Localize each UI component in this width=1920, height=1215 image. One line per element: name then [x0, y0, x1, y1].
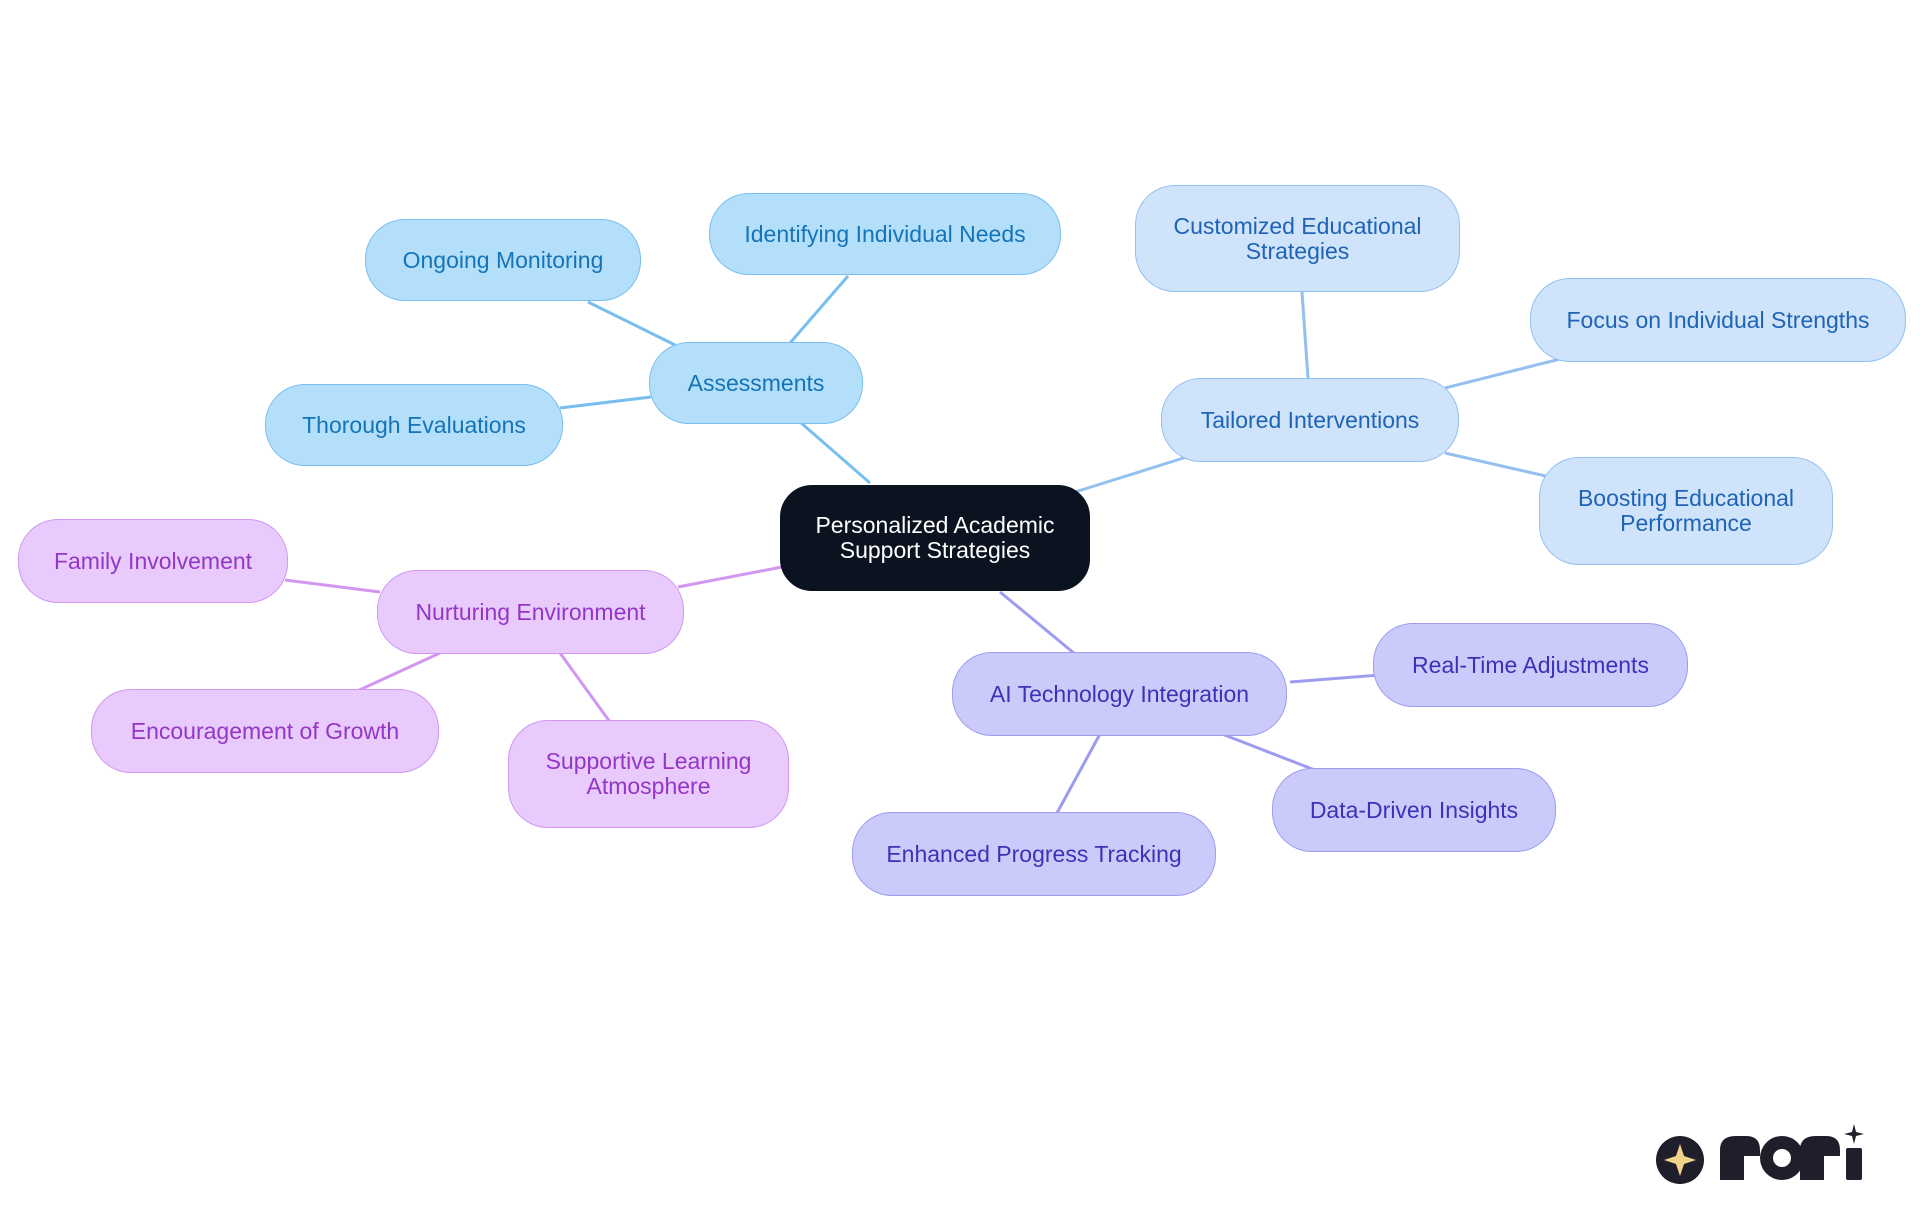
leaf-node-data-driven-insights[interactable]: Data-Driven Insights [1272, 768, 1556, 852]
edge-ai-datadriven [1221, 732, 1321, 774]
leaf-node-supportive-learning-atmosphere[interactable]: Supportive Learning Atmosphere [508, 720, 789, 828]
edge-root-assessments [799, 420, 871, 485]
edge-assessments-ongoing [587, 300, 676, 347]
leaf-node-label: Thorough Evaluations [302, 411, 526, 438]
leaf-node-label: Focus on Individual Strengths [1566, 306, 1870, 333]
branch-node-assessments[interactable]: Assessments [649, 342, 863, 424]
root-node-label: Personalized Academic Support Strategies [815, 512, 1055, 563]
leaf-node-encouragement-of-growth[interactable]: Encouragement of Growth [91, 689, 439, 773]
leaf-node-label: Family Involvement [53, 547, 253, 574]
leaf-node-label: Ongoing Monitoring [402, 246, 604, 273]
leaf-node-enhanced-progress-tracking[interactable]: Enhanced Progress Tracking [852, 812, 1216, 896]
edge-ai-tracking [1055, 733, 1102, 814]
edges [284, 275, 1561, 814]
leaf-node-label: Supportive Learning Atmosphere [545, 748, 752, 799]
edge-root-tailored [1074, 454, 1191, 494]
leaf-node-real-time-adjustments[interactable]: Real-Time Adjustments [1373, 623, 1688, 707]
edge-tailored-customized [1300, 291, 1310, 379]
leaf-node-boosting-educational-performance[interactable]: Boosting Educational Performance [1539, 457, 1833, 565]
branch-node-label: AI Technology Integration [989, 680, 1250, 707]
leaf-node-label: Enhanced Progress Tracking [886, 840, 1182, 867]
root-node[interactable]: Personalized Academic Support Strategies [780, 485, 1090, 591]
leaf-node-label: Boosting Educational Performance [1577, 485, 1795, 536]
branch-node-tailored-interventions[interactable]: Tailored Interventions [1161, 378, 1459, 462]
leaf-node-ongoing-monitoring[interactable]: Ongoing Monitoring [365, 219, 641, 301]
rori-logo [1656, 1124, 1864, 1184]
branch-node-label: Assessments [687, 369, 825, 396]
leaf-node-identifying-individual-needs[interactable]: Identifying Individual Needs [709, 193, 1061, 275]
leaf-node-label: Real-Time Adjustments [1412, 651, 1649, 678]
leaf-node-customized-educational-strategies[interactable]: Customized Educational Strategies [1135, 185, 1460, 292]
edge-nurturing-supportive [558, 652, 612, 723]
leaf-node-family-involvement[interactable]: Family Involvement [18, 519, 288, 603]
edge-nurturing-growth [354, 651, 441, 694]
leaf-node-label: Encouragement of Growth [130, 717, 400, 744]
branch-node-label: Nurturing Environment [415, 598, 646, 625]
edge-assessments-identifying [788, 275, 850, 344]
branch-node-nurturing-environment[interactable]: Nurturing Environment [377, 570, 684, 654]
edge-tailored-strengths [1444, 357, 1561, 390]
logo-wordmark-icon [1720, 1124, 1864, 1180]
branch-node-ai-technology-integration[interactable]: AI Technology Integration [952, 652, 1287, 736]
leaf-node-label: Data-Driven Insights [1309, 796, 1519, 823]
leaf-node-focus-on-individual-strengths[interactable]: Focus on Individual Strengths [1530, 278, 1906, 362]
edge-root-nurturing [677, 565, 783, 589]
edge-tailored-boosting [1444, 451, 1551, 479]
leaf-node-label: Identifying Individual Needs [744, 220, 1026, 247]
leaf-node-thorough-evaluations[interactable]: Thorough Evaluations [265, 384, 563, 466]
leaf-node-label: Customized Educational Strategies [1173, 212, 1422, 264]
logo-star-badge-icon [1656, 1136, 1704, 1184]
edge-root-ai [999, 590, 1076, 656]
edge-ai-realtime [1289, 673, 1381, 684]
edge-assessments-thorough [559, 395, 652, 410]
branch-node-label: Tailored Interventions [1200, 406, 1420, 433]
edge-nurturing-family [284, 578, 381, 594]
